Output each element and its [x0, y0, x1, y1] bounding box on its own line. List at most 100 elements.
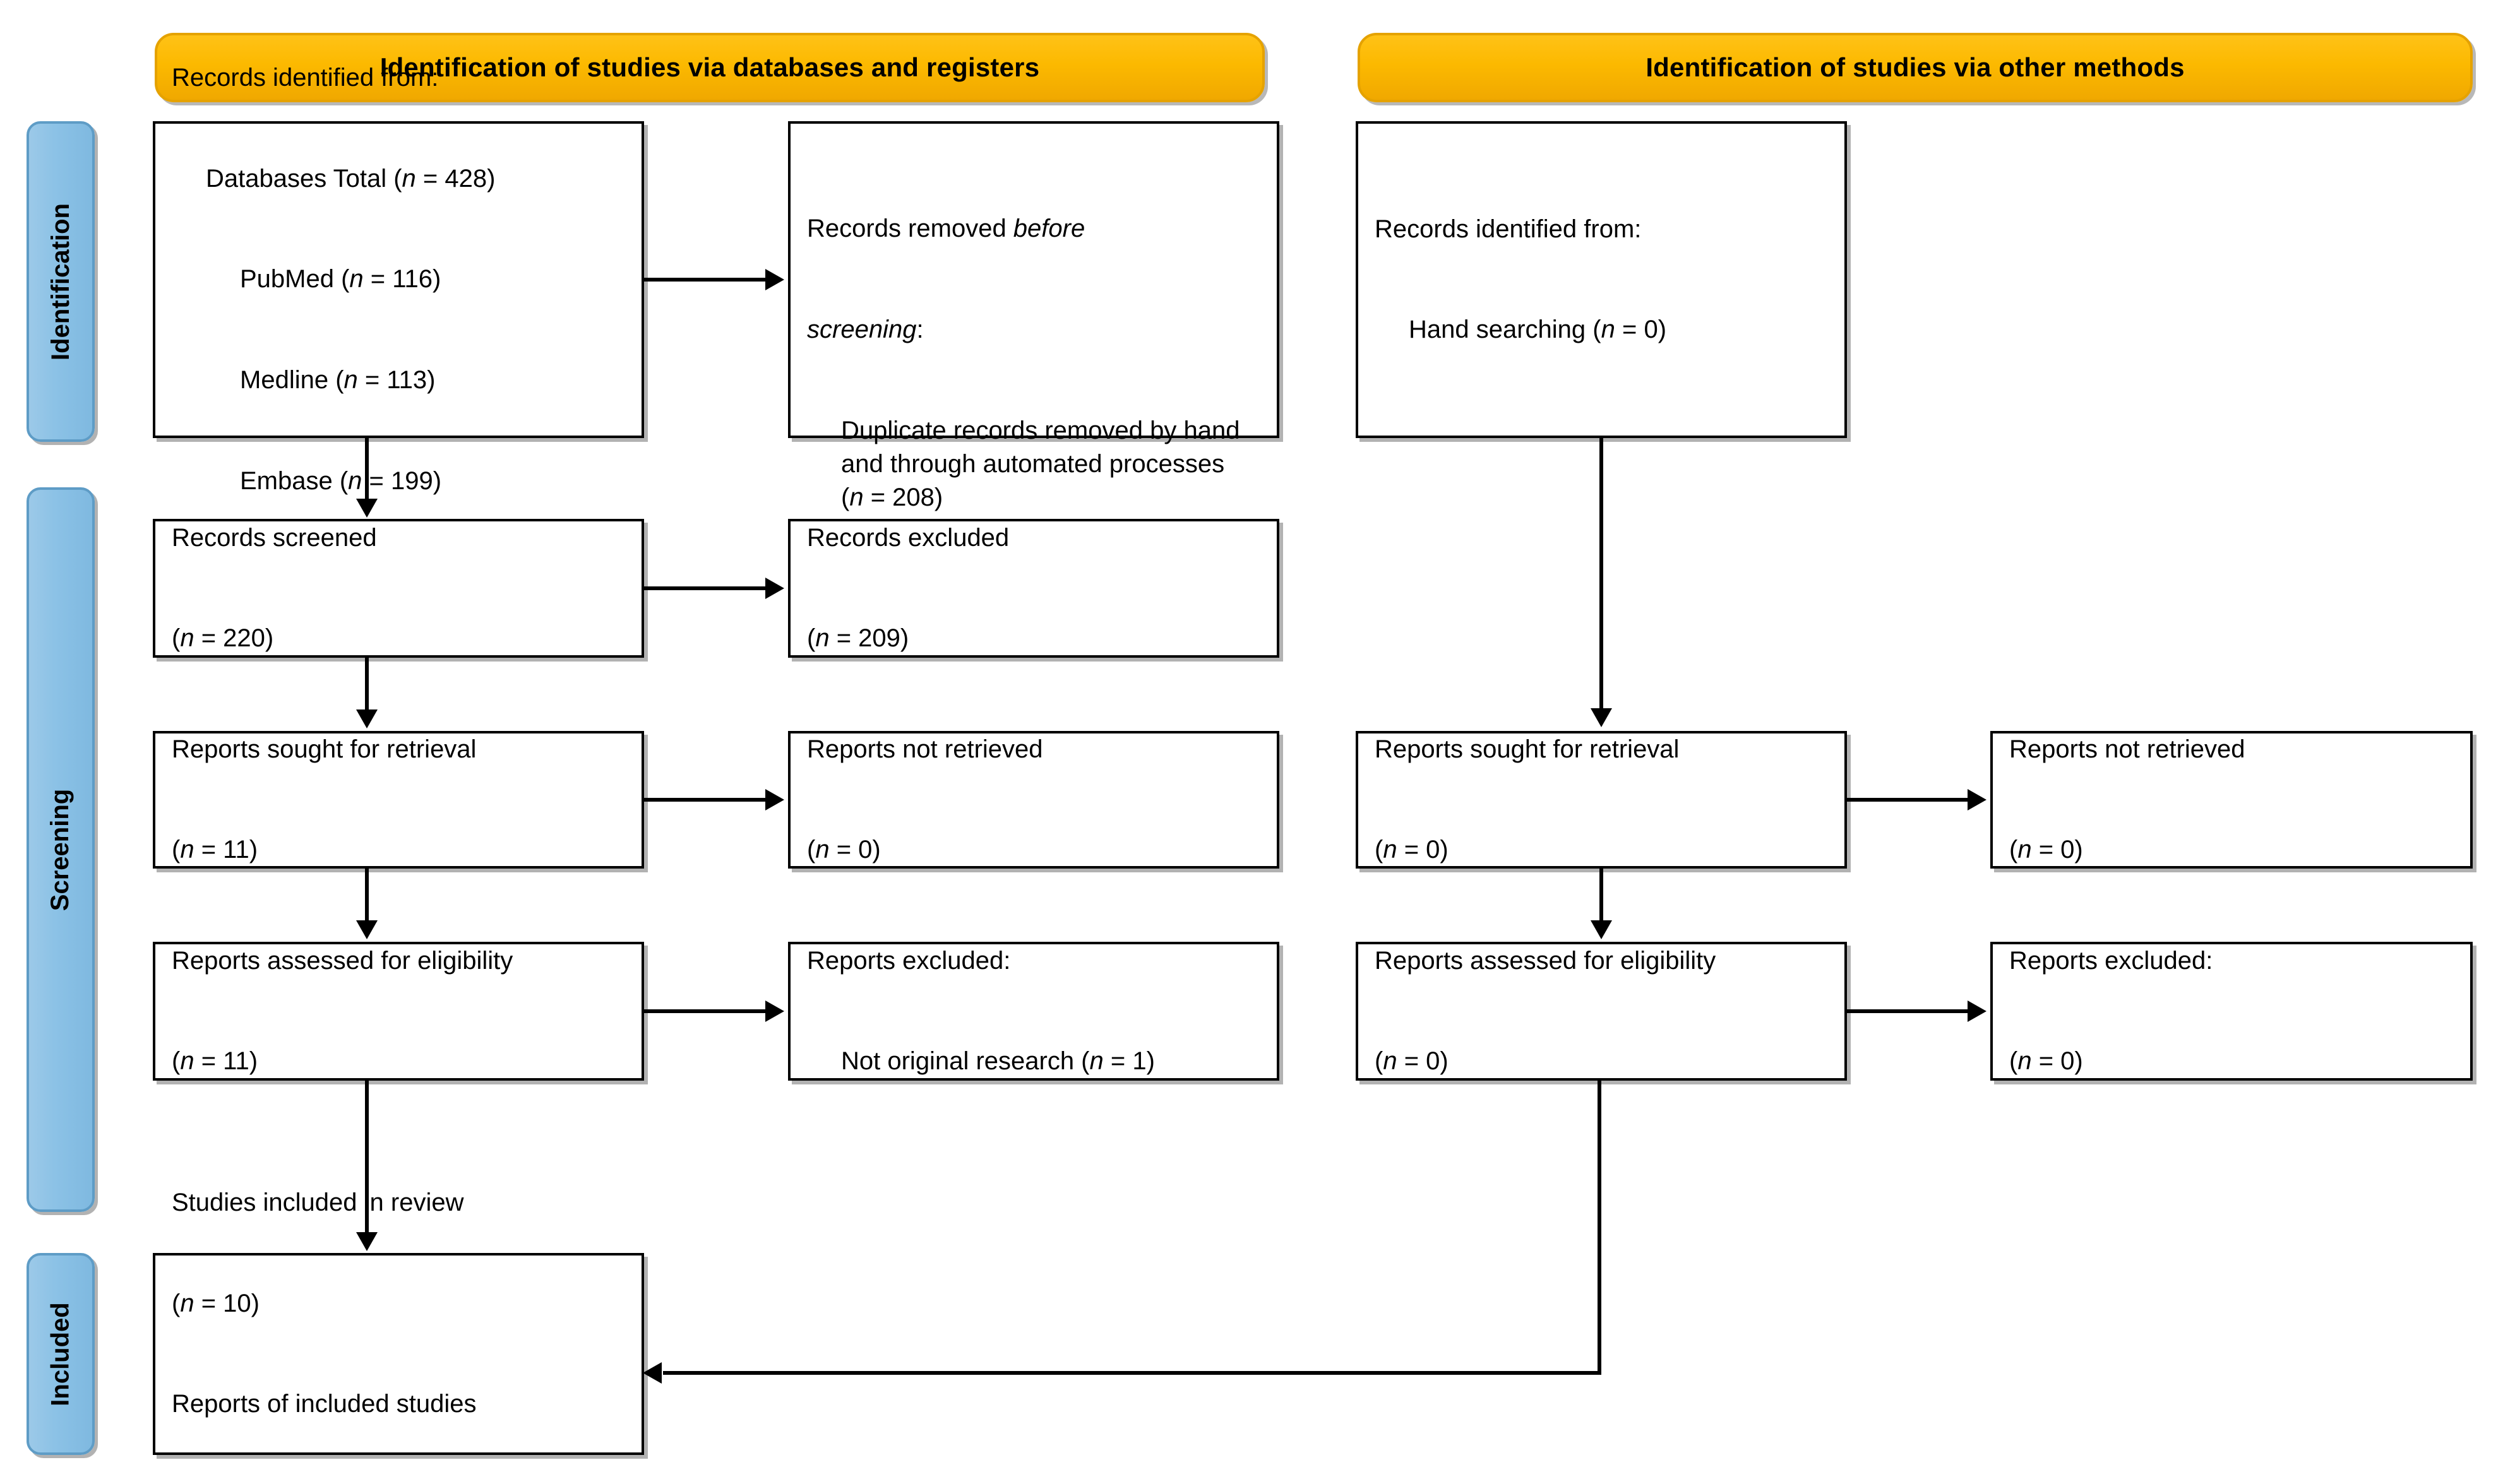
records-screened-line1: Records screened — [172, 523, 377, 552]
banner-databases-registers: Identification of studies via databases … — [155, 33, 1265, 102]
box-records-identified-other-text: Records identified from: Hand searching … — [1375, 145, 1666, 414]
reports-sought-db-line2: (n = 11) — [172, 836, 258, 864]
records-removed-body: Duplicate records removed by hand and th… — [841, 416, 1247, 511]
connector-screened-to-sought — [365, 658, 369, 712]
connector-assessed-to-included — [365, 1081, 369, 1235]
records-removed-line2: screening: — [807, 313, 1245, 347]
reports-not-retrieved-db-line1: Reports not retrieved — [807, 735, 1043, 763]
box-records-identified-databases-text: Records identified from: Databases Total… — [172, 0, 495, 565]
arrowhead-sought-to-assessed-other — [1591, 920, 1612, 939]
connector-elbow-vertical-other-to-included — [1598, 1081, 1601, 1375]
connector-elbow-horizontal-other-to-included — [663, 1371, 1601, 1375]
reports-excluded-other-line2: (n = 0) — [2009, 1047, 2083, 1076]
box-reports-excluded-databases: Reports excluded: Not original research … — [788, 942, 1279, 1081]
reports-sought-other-line2: (n = 0) — [1375, 836, 1449, 864]
banner-other-methods-label: Identification of studies via other meth… — [1646, 52, 2185, 82]
box-reports-excluded-other-text: Reports excluded: (n = 0) — [2009, 877, 2213, 1146]
connector-sought-to-not-retrieved-db — [644, 798, 768, 802]
stage-label-screening-text: Screening — [46, 788, 75, 911]
reports-assessed-db-line2: (n = 11) — [172, 1047, 258, 1076]
records-identified-line2: Databases Total (n = 428) — [206, 164, 496, 193]
arrowhead-assessed-to-excluded-other — [1968, 1000, 1986, 1022]
stage-label-included-text: Included — [46, 1302, 75, 1406]
box-reports-assessed-other-text: Reports assessed for eligibility (n = 0) — [1375, 877, 1716, 1146]
arrowhead-sought-to-assessed-db — [356, 920, 378, 939]
arrowhead-elbow-to-included — [643, 1362, 662, 1384]
box-studies-included: Studies included in review (n = 10) Repo… — [153, 1189, 644, 1455]
arrowhead-assessed-to-excluded-db — [765, 1000, 784, 1022]
box-reports-not-retrieved-databases: Reports not retrieved (n = 0) — [788, 731, 1279, 869]
records-removed-line1: Records removed before — [807, 212, 1245, 246]
box-records-removed-before-screening: Records removed before screening: Duplic… — [788, 121, 1279, 511]
records-excluded-line2: (n = 209) — [807, 624, 909, 653]
stage-label-identification-text: Identification — [46, 203, 75, 360]
arrowhead-sought-to-not-retrieved-other — [1968, 789, 1986, 810]
connector-sought-to-assessed-db — [365, 869, 369, 923]
records-removed-line2-a: screening — [807, 315, 917, 343]
box-studies-included-text: Studies included in review (n = 10) Repo… — [172, 1119, 477, 1484]
box-reports-assessed-other: Reports assessed for eligibility (n = 0) — [1356, 942, 1847, 1081]
connector-sought-to-not-retrieved-other — [1847, 798, 1970, 802]
studies-included-line2: (n = 10) — [172, 1289, 260, 1317]
box-reports-not-retrieved-db-text: Reports not retrieved (n = 0) — [807, 665, 1043, 934]
box-reports-sought-databases-text: Reports sought for retrieval (n = 11) — [172, 665, 476, 934]
box-records-excluded-text: Records excluded (n = 209) — [807, 454, 1009, 723]
box-records-removed-text: Records removed before screening: Duplic… — [807, 145, 1245, 581]
box-records-screened-text: Records screened (n = 220) — [172, 454, 377, 723]
connector-screened-to-excluded — [644, 586, 768, 590]
connector-assessed-to-excluded-other — [1847, 1009, 1970, 1013]
reports-not-retrieved-other-line2: (n = 0) — [2009, 836, 2083, 864]
box-reports-not-retrieved-other: Reports not retrieved (n = 0) — [1990, 731, 2473, 869]
arrowhead-screened-to-sought — [356, 709, 378, 728]
box-records-excluded: Records excluded (n = 209) — [788, 519, 1279, 658]
studies-included-line3: Reports of included studies — [172, 1390, 477, 1418]
banner-other-methods: Identification of studies via other meth… — [1358, 33, 2473, 102]
records-removed-line1-a: Records removed — [807, 215, 1013, 243]
records-screened-line2: (n = 220) — [172, 624, 274, 653]
reports-assessed-other-line1: Reports assessed for eligibility — [1375, 946, 1716, 975]
records-identified-line3: PubMed (n = 116) — [240, 265, 441, 294]
reports-excluded-db-line1: Reports excluded: — [807, 946, 1011, 975]
connector-identified-to-screened — [365, 438, 369, 501]
arrowhead-identified-to-screened — [356, 499, 378, 518]
box-records-screened: Records screened (n = 220) — [153, 519, 644, 658]
records-identified-other-line2: Hand searching (n = 0) — [1409, 316, 1667, 344]
box-reports-sought-other-text: Reports sought for retrieval (n = 0) — [1375, 665, 1679, 934]
box-reports-assessed-db-text: Reports assessed for eligibility (n = 11… — [172, 877, 513, 1146]
box-reports-not-retrieved-other-text: Reports not retrieved (n = 0) — [2009, 665, 2245, 934]
box-reports-sought-other: Reports sought for retrieval (n = 0) — [1356, 731, 1847, 869]
reports-assessed-other-line2: (n = 0) — [1375, 1047, 1449, 1076]
connector-identified-other-to-sought-other — [1599, 438, 1603, 711]
box-reports-sought-databases: Reports sought for retrieval (n = 11) — [153, 731, 644, 869]
arrowhead-assessed-to-included — [356, 1232, 378, 1251]
box-reports-excluded-db-text: Reports excluded: Not original research … — [807, 877, 1155, 1146]
box-reports-assessed-databases: Reports assessed for eligibility (n = 11… — [153, 942, 644, 1081]
connector-sought-to-assessed-other — [1599, 869, 1603, 923]
stage-label-included: Included — [27, 1253, 95, 1455]
arrowhead-sought-to-not-retrieved-db — [765, 789, 784, 810]
connector-assessed-to-excluded-db — [644, 1009, 768, 1013]
arrowhead-identified-to-removed — [765, 269, 784, 290]
arrowhead-screened-to-excluded — [765, 578, 784, 599]
reports-sought-db-line1: Reports sought for retrieval — [172, 735, 477, 763]
records-identified-line1: Records identified from: — [172, 64, 439, 92]
reports-sought-other-line1: Reports sought for retrieval — [1375, 735, 1680, 763]
stage-label-identification: Identification — [27, 121, 95, 442]
reports-not-retrieved-db-line2: (n = 0) — [807, 836, 881, 864]
connector-identified-to-removed — [644, 278, 768, 282]
reports-not-retrieved-other-line1: Reports not retrieved — [2009, 735, 2245, 763]
box-reports-excluded-other: Reports excluded: (n = 0) — [1990, 942, 2473, 1081]
box-records-identified-databases: Records identified from: Databases Total… — [153, 64, 644, 495]
stage-label-screening: Screening — [27, 487, 95, 1212]
records-identified-other-line1: Records identified from: — [1375, 215, 1642, 243]
records-removed-line2-b: : — [916, 315, 924, 343]
reports-excluded-db-line2: Not original research (n = 1) — [841, 1047, 1155, 1076]
studies-included-line1: Studies included in review — [172, 1189, 464, 1217]
records-identified-line4: Medline (n = 113) — [240, 365, 436, 394]
records-removed-line1-b: before — [1013, 215, 1085, 243]
reports-assessed-db-line1: Reports assessed for eligibility — [172, 946, 513, 975]
records-identified-line5: Embase (n = 199) — [240, 466, 442, 495]
box-records-identified-other: Records identified from: Hand searching … — [1356, 121, 1847, 438]
banner-databases-registers-label: Identification of studies via databases … — [379, 52, 1040, 82]
